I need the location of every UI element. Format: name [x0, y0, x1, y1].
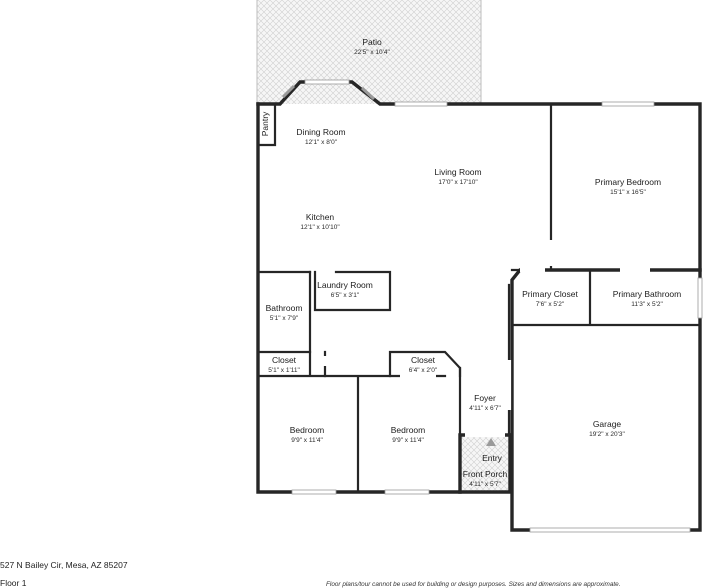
room-dim-garage: 19'2" x 20'3" [589, 431, 625, 438]
room-dim-foyer: 4'11" x 6'7" [469, 405, 501, 412]
porch-area [461, 435, 509, 493]
room-name-entry: Entry [482, 453, 503, 463]
room-dim-closet-mid: 6'4" x 2'0" [409, 367, 438, 374]
room-name-dining: Dining Room [296, 127, 345, 137]
property-address: 527 N Bailey Cir, Mesa, AZ 85207 [0, 560, 128, 570]
room-name-primary-bedroom: Primary Bedroom [595, 177, 661, 187]
room-name-bedroom-left: Bedroom [290, 425, 325, 435]
room-name-garage: Garage [593, 419, 622, 429]
room-name-primary-closet: Primary Closet [522, 289, 578, 299]
room-name-bathroom: Bathroom [266, 303, 303, 313]
entry-arrow-icon [486, 438, 496, 446]
room-name-closet-left: Closet [272, 355, 297, 365]
room-dim-laundry: 6'5" x 3'1" [331, 292, 360, 299]
room-name-bedroom-mid: Bedroom [391, 425, 426, 435]
room-name-primary-bathroom: Primary Bathroom [613, 289, 682, 299]
windows [281, 79, 703, 533]
room-dim-front-porch: 4'11" x 5'7" [469, 481, 501, 488]
room-dim-primary-bathroom: 11'3" x 5'2" [631, 301, 663, 308]
room-name-front-porch: Front Porch [463, 469, 508, 479]
room-dim-primary-bedroom: 15'1" x 16'5" [610, 189, 646, 196]
disclaimer-text: Floor plans/tour cannot be used for buil… [326, 581, 621, 588]
room-dim-patio: 22'5" x 10'4" [354, 49, 390, 56]
room-dim-bedroom-left: 9'9" x 11'4" [291, 437, 323, 444]
room-dim-dining: 12'1" x 8'0" [305, 139, 338, 146]
room-name-laundry: Laundry Room [317, 280, 373, 290]
room-name-foyer: Foyer [474, 393, 496, 403]
room-dim-bedroom-mid: 9'9" x 11'4" [392, 437, 424, 444]
room-dim-living: 17'0" x 17'10" [438, 179, 478, 186]
room-name-closet-mid: Closet [411, 355, 436, 365]
door-openings [322, 240, 650, 438]
room-name-living: Living Room [434, 167, 481, 177]
room-dim-bathroom: 5'1" x 7'9" [270, 315, 299, 322]
room-name-patio: Patio [362, 37, 382, 47]
room-dim-kitchen: 12'1" x 10'10" [300, 224, 340, 231]
room-name-pantry: Pantry [260, 111, 270, 136]
room-name-kitchen: Kitchen [306, 212, 335, 222]
room-dim-closet-left: 5'1" x 1'11" [268, 367, 300, 374]
floor-label: Floor 1 [0, 578, 27, 588]
room-labels: Patio 22'5" x 10'4" Pantry Dining Room 1… [260, 37, 681, 488]
room-dim-primary-closet: 7'6" x 5'2" [536, 301, 565, 308]
